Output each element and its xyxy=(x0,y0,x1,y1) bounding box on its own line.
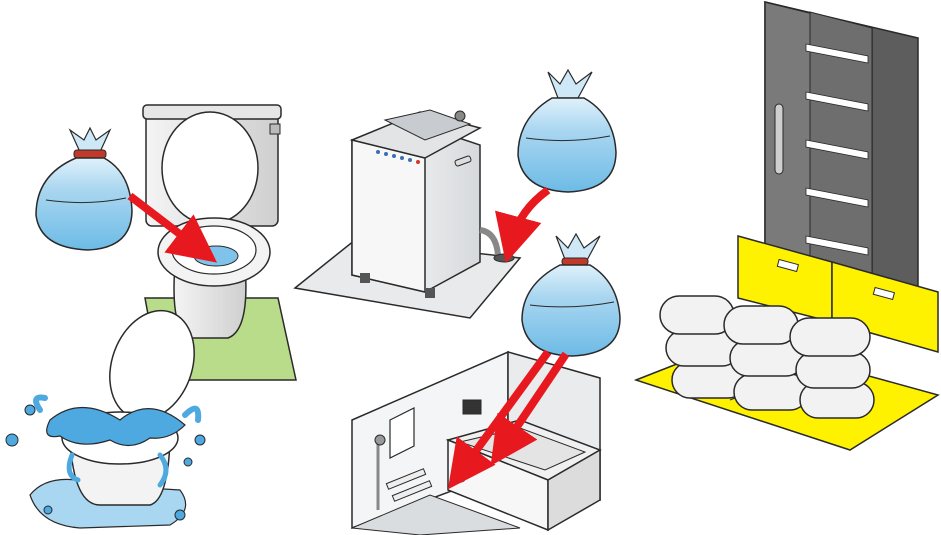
washing-machine-icon xyxy=(383,109,472,141)
water-bag-icon xyxy=(517,68,617,193)
arrow-icon xyxy=(447,349,552,490)
arrow-icon xyxy=(490,351,570,466)
door-window-slats xyxy=(805,43,869,256)
water-bag-icon xyxy=(521,232,621,357)
washer-control-panel xyxy=(376,150,420,164)
water-bag-icon xyxy=(35,126,133,251)
washing-machine-drain xyxy=(293,68,617,319)
toilet-with-water-bag xyxy=(35,104,297,381)
water-splash-icon xyxy=(5,394,206,521)
door-sandbags xyxy=(633,1,940,451)
sandbag-icon xyxy=(659,295,875,419)
overflowing-toilet xyxy=(5,309,206,529)
bathroom-floor xyxy=(351,494,521,535)
bathtub-drain xyxy=(351,232,621,535)
arrow-icon xyxy=(127,192,218,263)
door-handle-icon xyxy=(774,103,784,175)
arrow-icon xyxy=(495,186,551,264)
